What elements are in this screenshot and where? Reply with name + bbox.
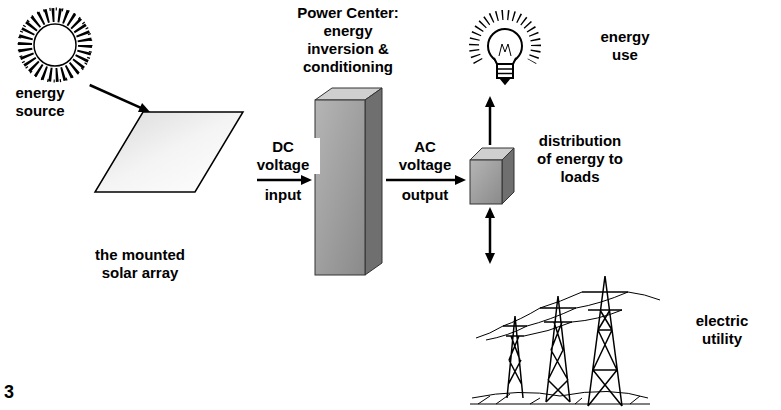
flow-arrow [90,85,150,112]
voltage-label: DC voltage [246,138,320,174]
cabinet-front [315,100,365,275]
flow-arrow [485,96,495,145]
bulb-filament [499,44,511,56]
light-bulb-icon [474,15,536,84]
sun-disc [34,24,76,66]
tower-middle [540,296,576,402]
arrow-shaft [386,179,456,182]
port-label: input [253,186,313,204]
arrow-shaft [489,217,492,254]
ground-hatch [470,391,650,404]
bulb-tip [500,78,510,84]
sun-rays [25,15,85,75]
power-towers [470,276,660,406]
node-label: the mounted solar array [83,246,198,282]
port-label: output [393,186,457,204]
node-label: Power Center: energy inversion & conditi… [289,4,407,76]
flow-arrow [386,175,466,185]
arrowhead [455,175,466,185]
cube-side [502,148,514,204]
arrowhead [138,103,150,112]
arrow-shaft [90,85,141,108]
tower-large [582,276,628,406]
arrowhead [485,207,495,218]
figure-number: 3 [4,382,34,403]
flow-arrow [485,207,495,264]
node-label: energy use [595,28,655,64]
distribution-cube [470,148,514,204]
sun-icon [19,9,91,81]
arrowhead [485,253,495,264]
sun-ray-tips [19,9,91,81]
distribution-node: distribution of energy to loads [470,148,514,204]
power-center-node: Power Center: energy inversion & conditi… [315,88,382,275]
bulb-thread [497,68,513,70]
electric-utility-node: electric utility [480,266,645,408]
flow-arrow [257,175,312,185]
cabinet-side [365,88,382,275]
cube-front [470,160,502,204]
arrow-shaft [489,106,492,145]
node-label: electric utility [690,312,754,348]
voltage-label: AC voltage [388,138,462,174]
power-lines [476,292,660,340]
solar-array-node: the mounted solar array [95,112,243,192]
arrowhead [485,96,495,107]
node-label: energy source [5,84,75,120]
arrow-shaft [257,179,302,182]
bulb-thread [497,73,513,75]
solar-array-panel [95,112,243,192]
energy-use-node: energy use [472,10,538,90]
power-center-cabinet [315,88,382,275]
sun-node: energy source [17,7,93,83]
arrowhead [301,175,312,185]
node-label: distribution of energy to loads [534,132,626,186]
bulb-glass [488,29,522,63]
bulb-base [497,64,513,78]
